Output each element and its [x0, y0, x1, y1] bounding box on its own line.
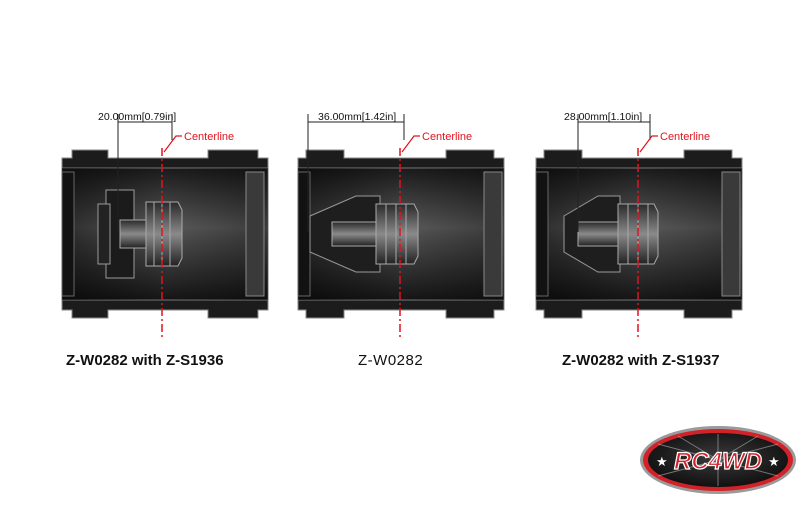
flange-top	[61, 149, 269, 171]
caption-panel-1: Z-W0282 with Z-S1936	[66, 352, 224, 369]
caption-panel-2: Z-W0282	[358, 352, 424, 369]
dimension-label-2: 36.00mm[1.42in]	[318, 111, 396, 123]
centerline-leader-3	[639, 135, 658, 153]
wheel-panel-3	[535, 149, 743, 319]
centerline-leader-2	[401, 135, 420, 153]
hub-spline	[145, 201, 183, 267]
hub-plate	[97, 203, 111, 265]
dimension-label-3: 28.00mm[1.10in]	[564, 111, 642, 123]
outer-lip	[483, 171, 503, 297]
flange-bottom	[297, 297, 505, 319]
dimension-label-1: 20.00mm[0.79in]	[98, 111, 176, 123]
annotations	[117, 114, 658, 338]
centerline-leader-1	[163, 135, 182, 153]
hub-spline	[375, 203, 419, 265]
centerline-label-1: Centerline	[184, 131, 234, 143]
flange-top	[297, 149, 505, 171]
caption-panel-3: Z-W0282 with Z-S1937	[562, 352, 720, 369]
flange-bottom	[61, 297, 269, 319]
outer-lip	[245, 171, 265, 297]
wheel-panel-2	[297, 149, 505, 319]
inner-lip	[61, 171, 75, 297]
flange-top	[535, 149, 743, 171]
flange-bottom	[535, 297, 743, 319]
centerline-label-2: Centerline	[422, 131, 472, 143]
outer-lip	[721, 171, 741, 297]
star-icon-right: ★	[768, 454, 780, 469]
inner-lip	[535, 171, 549, 297]
rc4wd-logo: ★ ★ RC4WD	[640, 426, 796, 494]
logo-text: RC4WD	[674, 448, 762, 475]
star-icon-left: ★	[656, 454, 668, 469]
wheel-panel-1	[61, 149, 269, 319]
centerline-label-3: Centerline	[660, 131, 710, 143]
